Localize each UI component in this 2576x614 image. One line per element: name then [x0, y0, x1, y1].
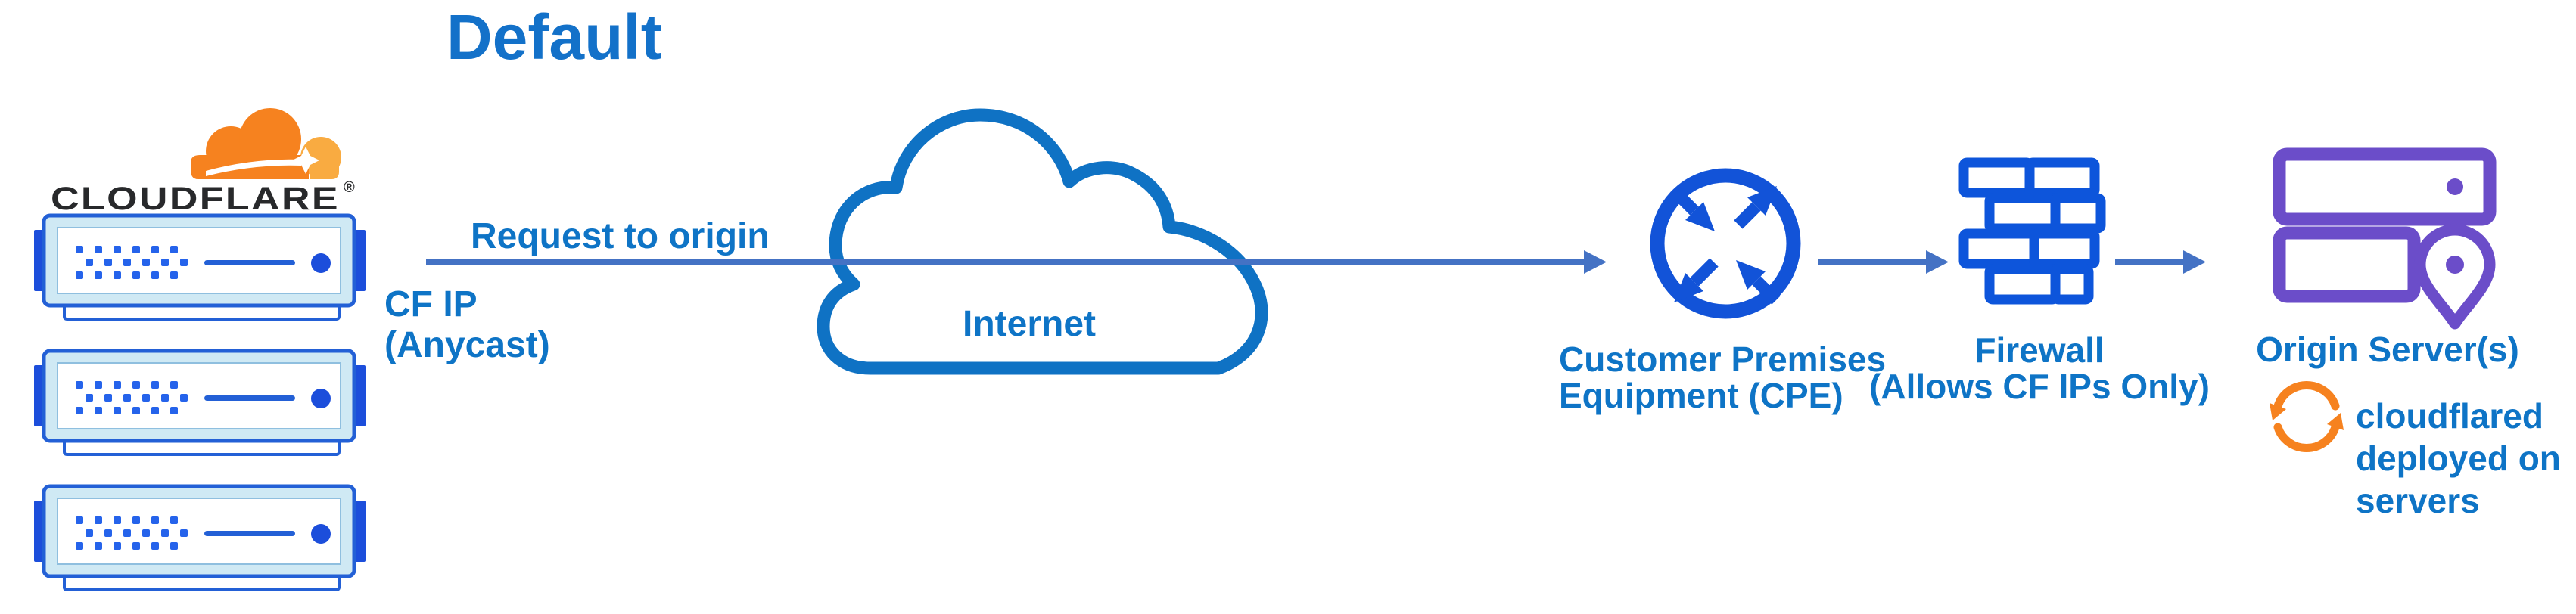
svg-text:(Allows CF IPs Only): (Allows CF IPs Only)	[1869, 367, 2210, 406]
cloudflared-sync-icon	[2270, 381, 2344, 452]
internet-cloud-icon	[817, 108, 1268, 375]
origin-server-label: Origin Server(s)	[2256, 330, 2519, 369]
logo-sparkle	[292, 147, 319, 174]
cloudflare-server-3-icon	[34, 486, 366, 590]
cloudflared-note: cloudflared deployed on servers	[2356, 396, 2561, 520]
request-to-origin-label: Request to origin	[471, 216, 770, 256]
cpe-to-firewall-arrow	[1818, 250, 1949, 274]
cloudflare-server-1-icon	[34, 216, 366, 319]
cf-ip-anycast-label: CF IP (Anycast)	[384, 284, 550, 365]
origin-server-icon	[2273, 147, 2497, 330]
location-pin-icon	[2414, 224, 2496, 330]
svg-text:CF IP: CF IP	[384, 284, 478, 324]
request-arrow	[426, 250, 1607, 274]
svg-text:Customer Premises: Customer Premises	[1559, 340, 1886, 379]
cloudflare-cloud-icon	[191, 108, 341, 179]
cpe-label: Customer Premises Equipment (CPE)	[1559, 340, 1886, 415]
firewall-to-origin-arrow	[2115, 250, 2206, 274]
registered-trademark-symbol: ®	[344, 179, 355, 196]
cloudflare-wordmark: CLOUDFLARE	[51, 181, 340, 217]
svg-text:(Anycast): (Anycast)	[384, 325, 550, 365]
firewall-label: Firewall (Allows CF IPs Only)	[1869, 330, 2210, 406]
svg-text:cloudflared: cloudflared	[2356, 396, 2543, 436]
cpe-router-icon	[1650, 168, 1801, 319]
svg-text:deployed on: deployed on	[2356, 439, 2561, 478]
svg-text:Equipment (CPE): Equipment (CPE)	[1559, 376, 1843, 415]
svg-text:Firewall: Firewall	[1974, 330, 2104, 370]
cloudflare-server-2-icon	[34, 351, 366, 454]
cloudflare-logo: CLOUDFLARE ®	[51, 108, 355, 217]
request-arrowhead	[1584, 250, 1607, 274]
page-title: Default	[446, 2, 662, 73]
internet-label: Internet	[963, 304, 1096, 344]
firewall-icon	[1958, 157, 2106, 305]
cloudflare-server-stack	[34, 216, 366, 590]
logo-swoosh	[206, 159, 301, 176]
svg-text:servers: servers	[2356, 481, 2480, 520]
